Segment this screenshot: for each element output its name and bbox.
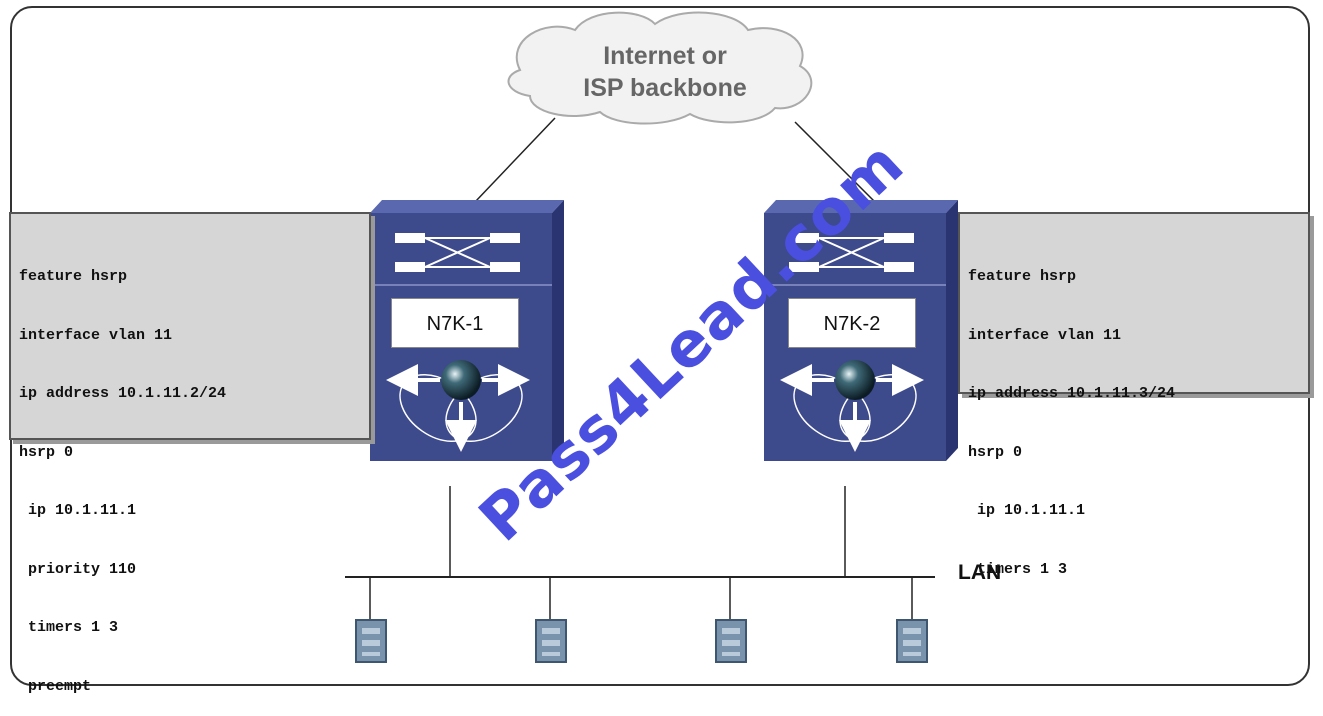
config-box-n7k-2: feature hsrp interface vlan 11 ip addres… [958,212,1310,578]
config-line: preempt [19,677,92,695]
config-line: interface vlan 11 [19,326,173,344]
lan-label: LAN [958,561,1002,584]
config-line: timers 1 3 [968,560,1068,578]
config-line: hsrp 0 [968,443,1023,461]
config-box-n7k-1: feature hsrp interface vlan 11 ip addres… [9,212,371,695]
host-3-icon [715,619,747,663]
internet-cloud-icon [507,11,813,125]
config-line: timers 1 3 [19,619,119,636]
switch-label-n7k-2: N7K-2 [788,298,916,348]
uplink-left [474,117,556,203]
cloud-label: Internet or ISP backbone [555,40,775,104]
host-1-icon [355,619,387,663]
config-line: feature hsrp [19,268,128,285]
cloud-label-line2: ISP backbone [583,74,747,102]
host-2-icon [535,619,567,663]
config-line: priority 110 [19,560,137,578]
config-line: ip 10.1.11.1 [968,502,1086,519]
config-line: hsrp 0 [19,443,74,461]
config-line: ip 10.1.11.1 [19,502,137,519]
cloud-label-line1: Internet or [603,42,727,70]
config-line: ip address 10.1.11.2/24 [19,385,227,402]
uplink-right [794,121,876,203]
config-line: interface vlan 11 [968,326,1122,344]
switch-label-n7k-1: N7K-1 [391,298,519,348]
config-line: ip address 10.1.11.3/24 [968,385,1176,402]
config-line: feature hsrp [968,268,1077,285]
host-4-icon [896,619,928,663]
